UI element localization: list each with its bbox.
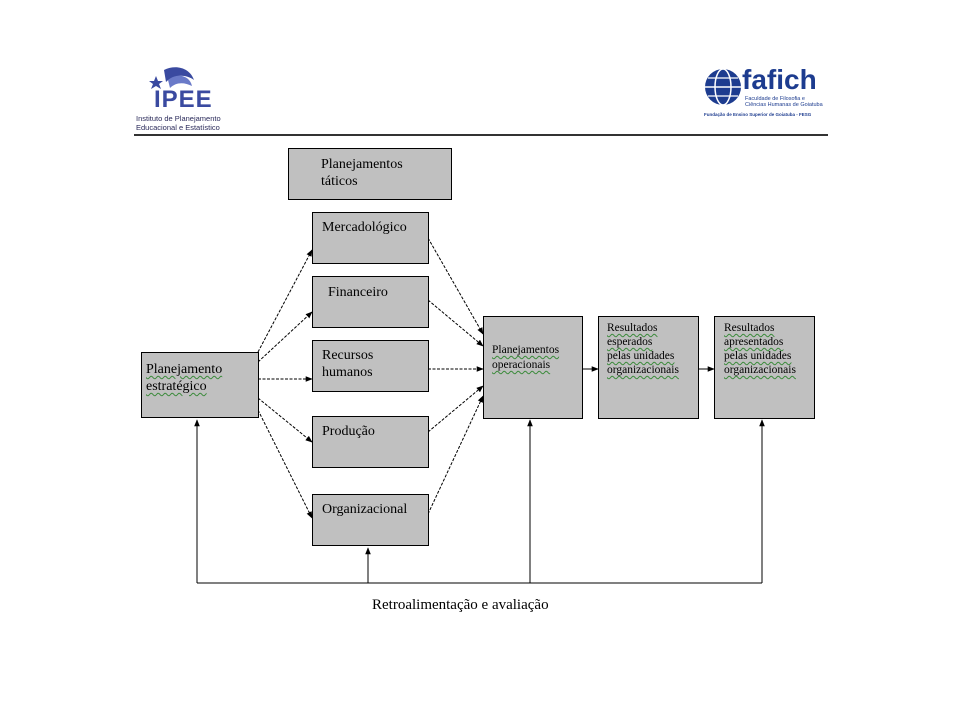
- box-organizacional: Organizacional: [312, 494, 429, 546]
- box-mercadologico: Mercadológico: [312, 212, 429, 264]
- box-resultados-apresentados-label: Resultados apresentados pelas unidades o…: [724, 322, 796, 376]
- arrow-strategic-mercadologico: [257, 249, 313, 353]
- ipee-subtitle-line1: Instituto de Planejamento: [136, 114, 221, 123]
- fafich-logo-subtitle: Faculdade de Filosofia e Ciências Humana…: [745, 96, 825, 108]
- box-resultados-esperados-label: Resultados esperados pelas unidades orga…: [607, 322, 679, 376]
- header-divider: [134, 134, 828, 136]
- ipee-emblem-icon: [149, 67, 194, 89]
- box-resultados-apresentados: Resultados apresentados pelas unidades o…: [714, 316, 815, 419]
- box-recursos-humanos-label: Recursos humanos: [322, 348, 374, 380]
- box-producao: Produção: [312, 416, 429, 468]
- fafich-logo-footer: Fundação de Ensino Superior de Goiatuba …: [704, 112, 812, 117]
- box-financeiro: Financeiro: [312, 276, 429, 328]
- ipee-logo-subtitle: Instituto de Planejamento Educacional e …: [136, 114, 221, 132]
- box-planejamentos-operacionais-label: Planejamentos operacionais: [492, 344, 560, 371]
- box-planejamentos-taticos: Planejamentos táticos: [288, 148, 452, 200]
- box-organizacional-label: Organizacional: [322, 502, 408, 517]
- box-planejamento-estrategico-label: Planejamento estratégico: [146, 362, 223, 394]
- box-planejamentos-operacionais: Planejamentos operacionais: [483, 316, 583, 419]
- arrow-financeiro-operacional: [427, 299, 484, 347]
- feedback-label: Retroalimentação e avaliação: [372, 597, 549, 613]
- fafich-globe-icon: [705, 68, 741, 106]
- fafich-subtitle-line2: Ciências Humanas de Goiatuba: [745, 102, 823, 108]
- fafich-subtitle-line1: Faculdade de Filosofia e: [745, 96, 805, 102]
- arrow-strategic-financeiro: [257, 311, 313, 363]
- box-mercadologico-label: Mercadológico: [322, 220, 407, 235]
- box-resultados-esperados: Resultados esperados pelas unidades orga…: [598, 316, 699, 419]
- box-financeiro-label: Financeiro: [328, 285, 388, 300]
- arrow-strategic-producao: [257, 397, 313, 443]
- ipee-logo-name: IPEE: [154, 86, 213, 113]
- box-planejamentos-taticos-label: Planejamentos táticos: [321, 157, 403, 189]
- box-producao-label: Produção: [322, 424, 375, 439]
- arrow-strategic-organizacional: [257, 409, 313, 519]
- arrow-mercadologico-operacional: [427, 237, 484, 335]
- ipee-subtitle-line2: Educacional e Estatístico: [136, 123, 220, 132]
- box-recursos-humanos: Recursos humanos: [312, 340, 429, 392]
- fafich-logo-name: fafich: [742, 64, 817, 95]
- arrow-organizacional-operacional: [427, 395, 484, 515]
- box-planejamento-estrategico: Planejamento estratégico: [141, 352, 259, 418]
- arrow-producao-operacional: [427, 385, 484, 433]
